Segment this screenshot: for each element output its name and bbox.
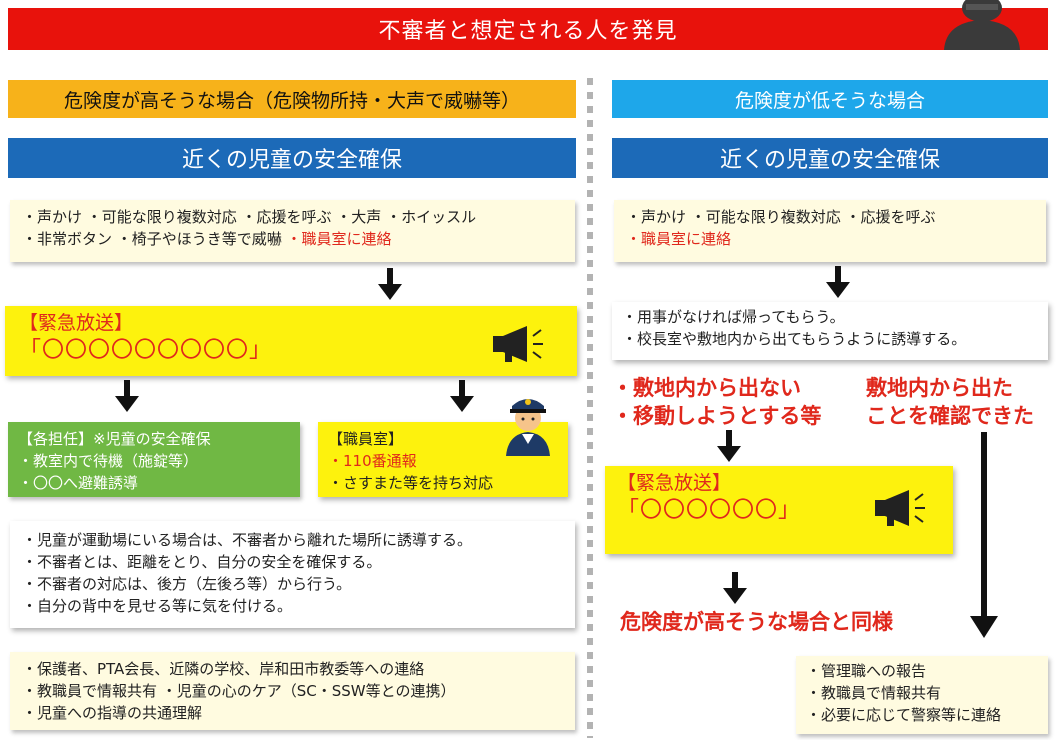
- confirmed-left-line: 敷地内から出た: [866, 376, 1013, 400]
- right-leave-box: ・用事がなければ帰ってもらう。 ・校長室や敷地内から出てもらうように誘導する。: [612, 302, 1048, 360]
- right-safety-header: 近くの児童の安全確保: [612, 138, 1048, 178]
- right-safety-header-label: 近くの児童の安全確保: [719, 148, 940, 173]
- left-actions-box: ・声かけ ・可能な限り複数対応 ・応援を呼ぶ ・大声 ・ホイッスル ・非常ボタン…: [10, 200, 575, 262]
- megaphone-icon: [875, 490, 925, 526]
- left-safety-header-label: 近くの児童の安全確保: [181, 148, 402, 173]
- page-title-bar: 不審者と想定される人を発見: [8, 8, 1048, 50]
- left-actions-contact-staff: ・職員室に連絡: [286, 230, 392, 248]
- arrow-down-icon: [723, 572, 747, 604]
- homeroom-item: ・〇〇へ避難誘導: [18, 474, 139, 492]
- column-divider: [587, 78, 593, 738]
- left-actions-line1: ・声かけ ・可能な限り複数対応 ・応援を呼ぶ ・大声 ・ホイッスル: [22, 208, 477, 226]
- right-emergency-broadcast: 【緊急放送】 「〇〇〇〇〇〇」: [605, 466, 953, 554]
- right-actions-line1: ・声かけ ・可能な限り複数対応 ・応援を呼ぶ: [626, 208, 936, 226]
- guidance-item: ・自分の背中を見せる等に気を付ける。: [22, 597, 293, 615]
- homeroom-item: ・教室内で待機（施錠等）: [18, 452, 199, 470]
- not-leaving-line: ・敷地内から出ない: [612, 376, 801, 400]
- police-officer-icon: [506, 399, 550, 456]
- leave-item: ・用事がなければ帰ってもらう。: [622, 308, 845, 326]
- page-title: 不審者と想定される人を発見: [378, 19, 678, 44]
- followup-item: ・児童への指導の共通理解: [22, 704, 203, 722]
- leave-item: ・校長室や敷地内から出てもらうように誘導する。: [622, 330, 967, 348]
- long-arrow-down-icon: [970, 432, 998, 638]
- high-risk-header: 危険度が高そうな場合（危険物所持・大声で威嚇等）: [8, 80, 576, 118]
- left-safety-header: 近くの児童の安全確保: [8, 138, 576, 178]
- left-actions-line2: ・非常ボタン ・椅子やほうき等で威嚇 ・職員室に連絡: [22, 228, 563, 250]
- right-broadcast-message: 「〇〇〇〇〇〇」: [617, 498, 802, 523]
- low-risk-header: 危険度が低そうな場合: [612, 80, 1048, 118]
- arrow-down-icon: [717, 430, 741, 462]
- guidance-item: ・児童が運動場にいる場合は、不審者から離れた場所に誘導する。: [22, 531, 473, 549]
- same-as-high-risk: 危険度が高そうな場合と同様: [620, 608, 940, 636]
- right-actions-box: ・声かけ ・可能な限り複数対応 ・応援を呼ぶ ・職員室に連絡: [614, 200, 1046, 262]
- followup-item: ・教職員で情報共有 ・児童の心のケア（SC・SSW等との連携）: [22, 682, 456, 700]
- left-guidance-box: ・児童が運動場にいる場合は、不審者から離れた場所に誘導する。 ・不審者とは、距離…: [10, 521, 575, 628]
- left-broadcast-title: 【緊急放送】: [19, 312, 134, 334]
- homeroom-title: 【各担任】※児童の安全確保: [18, 430, 211, 448]
- high-risk-header-label: 危険度が高そうな場合（危険物所持・大声で威嚇等）: [63, 89, 520, 112]
- homeroom-teacher-box: 【各担任】※児童の安全確保 ・教室内で待機（施錠等） ・〇〇へ避難誘導: [8, 422, 300, 497]
- left-actions-line2-text: ・非常ボタン ・椅子やほうき等で威嚇: [22, 230, 287, 248]
- right-actions-contact-staff: ・職員室に連絡: [626, 230, 732, 248]
- staff-room-box: 【職員室】 ・110番通報 ・さすまた等を持ち対応: [318, 422, 568, 497]
- arrow-down-icon: [115, 380, 139, 412]
- left-broadcast-message: 「〇〇〇〇〇〇〇〇〇」: [19, 338, 273, 363]
- low-risk-header-label: 危険度が低そうな場合: [734, 89, 925, 112]
- confirmed-left-line: ことを確認できた: [866, 404, 1034, 428]
- arrow-down-icon: [826, 266, 850, 298]
- not-leaving-line: ・移動しようとする等: [612, 404, 822, 428]
- guidance-item: ・不審者とは、距離をとり、自分の安全を確保する。: [22, 553, 382, 571]
- staff-room-call-110: ・110番通報: [328, 452, 417, 470]
- staff-room-action: ・さすまた等を持ち対応: [328, 474, 494, 492]
- not-leaving-condition: ・敷地内から出ない ・移動しようとする等: [612, 374, 842, 430]
- left-followup-box: ・保護者、PTA会長、近隣の学校、岸和田市教委等への連絡 ・教職員で情報共有 ・…: [10, 652, 575, 730]
- arrow-down-icon: [378, 268, 402, 300]
- staff-room-title: 【職員室】: [328, 430, 404, 448]
- final-item: ・教職員で情報共有: [806, 684, 942, 702]
- right-broadcast-title: 【緊急放送】: [617, 472, 732, 494]
- right-final-box: ・管理職への報告 ・教職員で情報共有 ・必要に応じて警察等に連絡: [796, 656, 1048, 734]
- suspect-silhouette-icon: [936, 0, 1028, 50]
- megaphone-icon: [493, 326, 543, 362]
- guidance-item: ・不審者の対応は、後方（左後ろ等）から行う。: [22, 575, 352, 593]
- followup-item: ・保護者、PTA会長、近隣の学校、岸和田市教委等への連絡: [22, 660, 425, 678]
- confirmed-left-condition: 敷地内から出た ことを確認できた: [866, 374, 1046, 430]
- left-emergency-broadcast: 【緊急放送】 「〇〇〇〇〇〇〇〇〇」: [5, 306, 577, 376]
- final-item: ・必要に応じて警察等に連絡: [806, 706, 1002, 724]
- same-as-high-risk-label: 危険度が高そうな場合と同様: [620, 610, 893, 634]
- final-item: ・管理職への報告: [806, 662, 927, 680]
- arrow-down-icon: [450, 380, 474, 412]
